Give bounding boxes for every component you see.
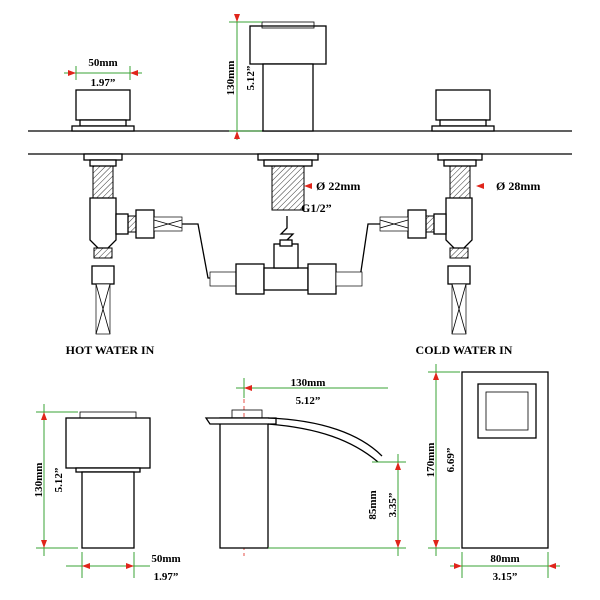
handle-height-in: 5.12” [53,468,65,493]
right-handle [431,89,495,132]
outlet-height-in: 3.35” [387,493,399,518]
spout-reach-in: 5.12” [296,395,321,407]
spout-height-dimension: 130mm 5.12” [225,14,262,140]
handle-detail-width-in: 1.97” [154,571,179,583]
spout-height-in: 5.12” [245,66,257,91]
handle-width-mm: 50mm [88,57,117,69]
front-height-mm: 170mm [425,443,437,478]
side-pipe-diameter: Ø 28mm [496,179,540,193]
center-spout [249,21,327,132]
spout-height-mm: 130mm [225,61,237,96]
left-valve-assembly [83,153,183,335]
hot-water-label: HOT WATER IN [66,343,155,357]
outlet-height-mm: 85mm [367,490,379,519]
center-pipe-diameter: Ø 22mm [316,179,360,193]
handle-width-dimension: 50mm 1.97” [64,57,142,89]
handle-height-mm: 130mm [33,463,45,498]
handle-width-in: 1.97” [91,77,116,89]
front-width-mm: 80mm [490,553,519,565]
spout-front-view: 170mm 6.69” 80mm 3.15” [425,364,560,583]
front-height-in: 6.69” [445,448,457,473]
front-width-in: 3.15” [493,571,518,583]
spout-reach-mm: 130mm [291,377,326,389]
tee-connector [182,223,380,295]
right-valve-assembly: Ø 28mm [379,153,540,335]
spout-side-view: 130mm 5.12” 85mm 3.35” [204,377,406,556]
handle-detail-width-mm: 50mm [151,553,180,565]
left-handle [71,89,135,132]
handle-detail-view: 130mm 5.12” 50mm 1.97” [33,404,181,583]
center-shank: Ø 22mm G1/2” [257,153,360,241]
thread-size: G1/2” [301,201,332,215]
countertop [28,130,572,155]
cold-water-label: COLD WATER IN [416,343,513,357]
